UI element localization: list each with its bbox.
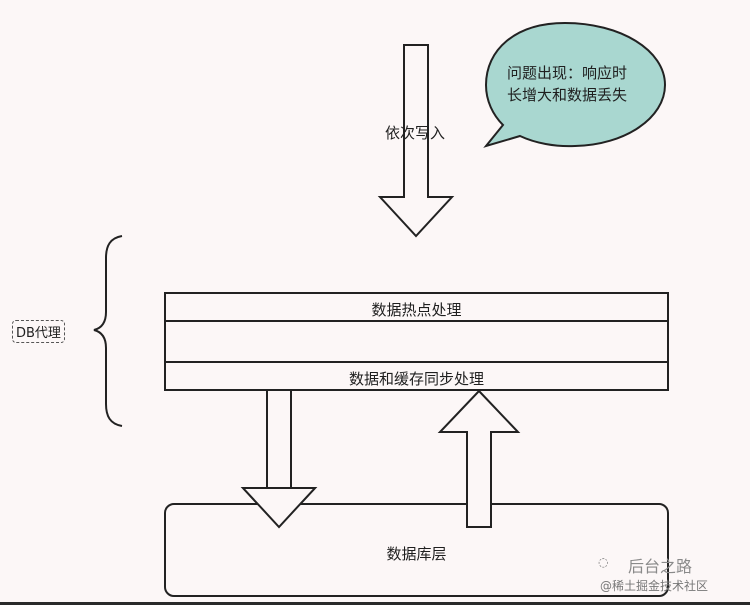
write-label: 依次写入: [385, 124, 446, 142]
bubble-line-1: 问题出现：响应时: [506, 64, 627, 82]
proxy-label: DB代理: [12, 320, 65, 343]
db-sync-arrow-tail: [466, 503, 492, 528]
bottom-rule: [0, 602, 750, 605]
proxy-brace: [93, 235, 123, 427]
db-write-arrow-gap: [268, 501, 290, 505]
sync-layer-label: 数据和缓存同步处理: [348, 370, 484, 388]
watermark-top: 后台之路: [628, 557, 693, 576]
bubble-text: 问题出现：响应时 长增大和数据丢失: [498, 62, 636, 106]
hotspot-layer: 数据热点处理: [164, 292, 669, 322]
database-layer: 数据库层: [164, 503, 669, 597]
watermark-icon: ◌: [598, 555, 609, 569]
watermark-bottom: @稀土掘金技术社区: [600, 579, 709, 593]
bubble-line-2: 长增大和数据丢失: [506, 86, 627, 104]
hotspot-layer-label: 数据热点处理: [371, 301, 462, 319]
sync-layer: 数据和缓存同步处理: [164, 361, 669, 391]
database-layer-label: 数据库层: [386, 545, 447, 563]
write-arrow-down: [377, 44, 455, 238]
speech-bubble: [483, 21, 667, 148]
db-write-arrow-tip: [240, 487, 318, 529]
db-sync-arrow-gap: [468, 501, 490, 505]
